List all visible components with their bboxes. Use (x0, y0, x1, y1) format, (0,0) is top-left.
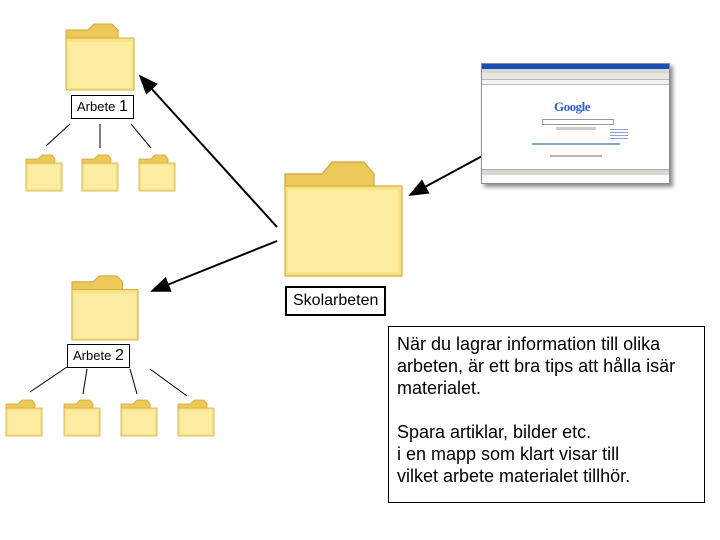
subfolder-icon[interactable] (62, 398, 102, 438)
folder-label-arbete-1: Arbete 1 (71, 95, 134, 119)
folder-label-text: Arbete (73, 348, 111, 363)
note-paragraph-2-line-1: Spara artiklar, bilder etc. (397, 421, 696, 443)
browser-page: Google (482, 85, 669, 175)
subfolder-icon[interactable] (137, 153, 177, 193)
note-paragraph-2-line-3: vilket arbete materialet tillhör. (397, 465, 696, 487)
folder-icon[interactable] (70, 272, 140, 342)
main-folder-label: Skolarbeten (285, 286, 386, 316)
folder-label-text: Arbete (77, 99, 115, 114)
tree-line (46, 124, 70, 146)
folder-icon[interactable] (64, 20, 136, 92)
subfolder-icon[interactable] (24, 153, 64, 193)
arrow-to-arbete1 (140, 76, 277, 227)
subfolder-icon[interactable] (176, 398, 216, 438)
tree-line (150, 369, 187, 396)
folder-label-arbete-2: Arbete 2 (67, 344, 130, 368)
browser-statusbar (482, 169, 669, 175)
info-note: När du lagrar information till olika arb… (388, 326, 705, 503)
main-folder-icon[interactable] (282, 158, 406, 280)
search-box (542, 119, 614, 125)
tree-line (83, 369, 87, 394)
page-side-links (610, 129, 628, 141)
search-buttons (556, 127, 596, 130)
arrow-to-arbete2 (152, 241, 277, 291)
subfolder-icon[interactable] (119, 398, 159, 438)
browser-toolbar (482, 73, 669, 80)
tree-line (130, 369, 137, 394)
subfolder-icon[interactable] (80, 153, 120, 193)
note-paragraph-2-line-2: i en mapp som klart visar till (397, 443, 696, 465)
folder-label-number: 2 (115, 347, 124, 364)
page-footer (550, 155, 602, 157)
arrow-from-browser (410, 154, 486, 195)
page-links (532, 143, 620, 145)
folder-label-number: 1 (119, 98, 128, 115)
tree-line (131, 124, 151, 148)
tree-line (30, 367, 67, 392)
subfolder-icon[interactable] (4, 398, 44, 438)
note-paragraph-1: När du lagrar information till olika arb… (397, 333, 696, 399)
browser-window-thumbnail[interactable]: Google (481, 63, 670, 184)
google-logo: Google (554, 99, 590, 115)
